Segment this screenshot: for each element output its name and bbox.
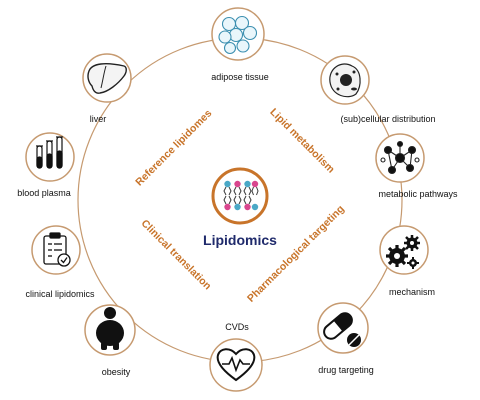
node-liver: liver	[82, 53, 132, 124]
center-icon-ring	[211, 167, 269, 225]
theme-lipid-metabolism: Lipid metabolism	[267, 106, 337, 176]
obese-person-icon	[96, 307, 124, 350]
pill-capsule-icon	[323, 312, 361, 347]
node-subcellular-distribution: (sub)cellular distribution	[320, 55, 436, 124]
node-metabolic-pathways-label: metabolic pathways	[378, 189, 458, 199]
node-clinical-lipidomics: clinical lipidomics	[25, 225, 95, 299]
clipboard-check-icon	[43, 232, 71, 267]
node-subcellular-distribution-label: (sub)cellular distribution	[340, 114, 435, 124]
node-blood-plasma: blood plasma	[17, 132, 75, 198]
network-icon	[380, 140, 420, 175]
center-label: Lipidomics	[203, 232, 277, 248]
theme-reference-lipidomes: Reference lipidomes	[133, 107, 214, 188]
cell-icon	[329, 63, 361, 98]
gears-icon	[386, 235, 420, 269]
theme-clinical-translation: Clinical translation	[139, 217, 214, 292]
node-obesity: obesity	[84, 304, 136, 377]
node-adipose-tissue-label: adipose tissue	[211, 72, 269, 82]
node-cvds-label: CVDs	[225, 322, 249, 332]
node-adipose-tissue: adipose tissue	[211, 7, 269, 82]
node-mechanism-label: mechanism	[389, 287, 435, 297]
node-mechanism: mechanism	[379, 225, 435, 297]
liver-icon	[87, 63, 127, 94]
node-metabolic-pathways: metabolic pathways	[375, 133, 458, 199]
heart-pulse-icon	[216, 348, 256, 382]
node-liver-label: liver	[90, 114, 107, 124]
lipid-bilayer-icon	[223, 180, 259, 211]
node-obesity-label: obesity	[102, 367, 131, 377]
node-drug-targeting-label: drug targeting	[318, 365, 374, 375]
test-tubes-icon	[36, 136, 63, 169]
fat-cells-icon	[218, 15, 258, 55]
node-drug-targeting: drug targeting	[317, 302, 374, 375]
theme-pharmacological-targeting: Pharmacological targeting	[245, 203, 347, 305]
node-clinical-lipidomics-label: clinical lipidomics	[25, 289, 95, 299]
node-cvds: CVDs	[209, 322, 263, 392]
center-lipidomics: Lipidomics	[203, 167, 277, 248]
node-blood-plasma-label: blood plasma	[17, 188, 71, 198]
